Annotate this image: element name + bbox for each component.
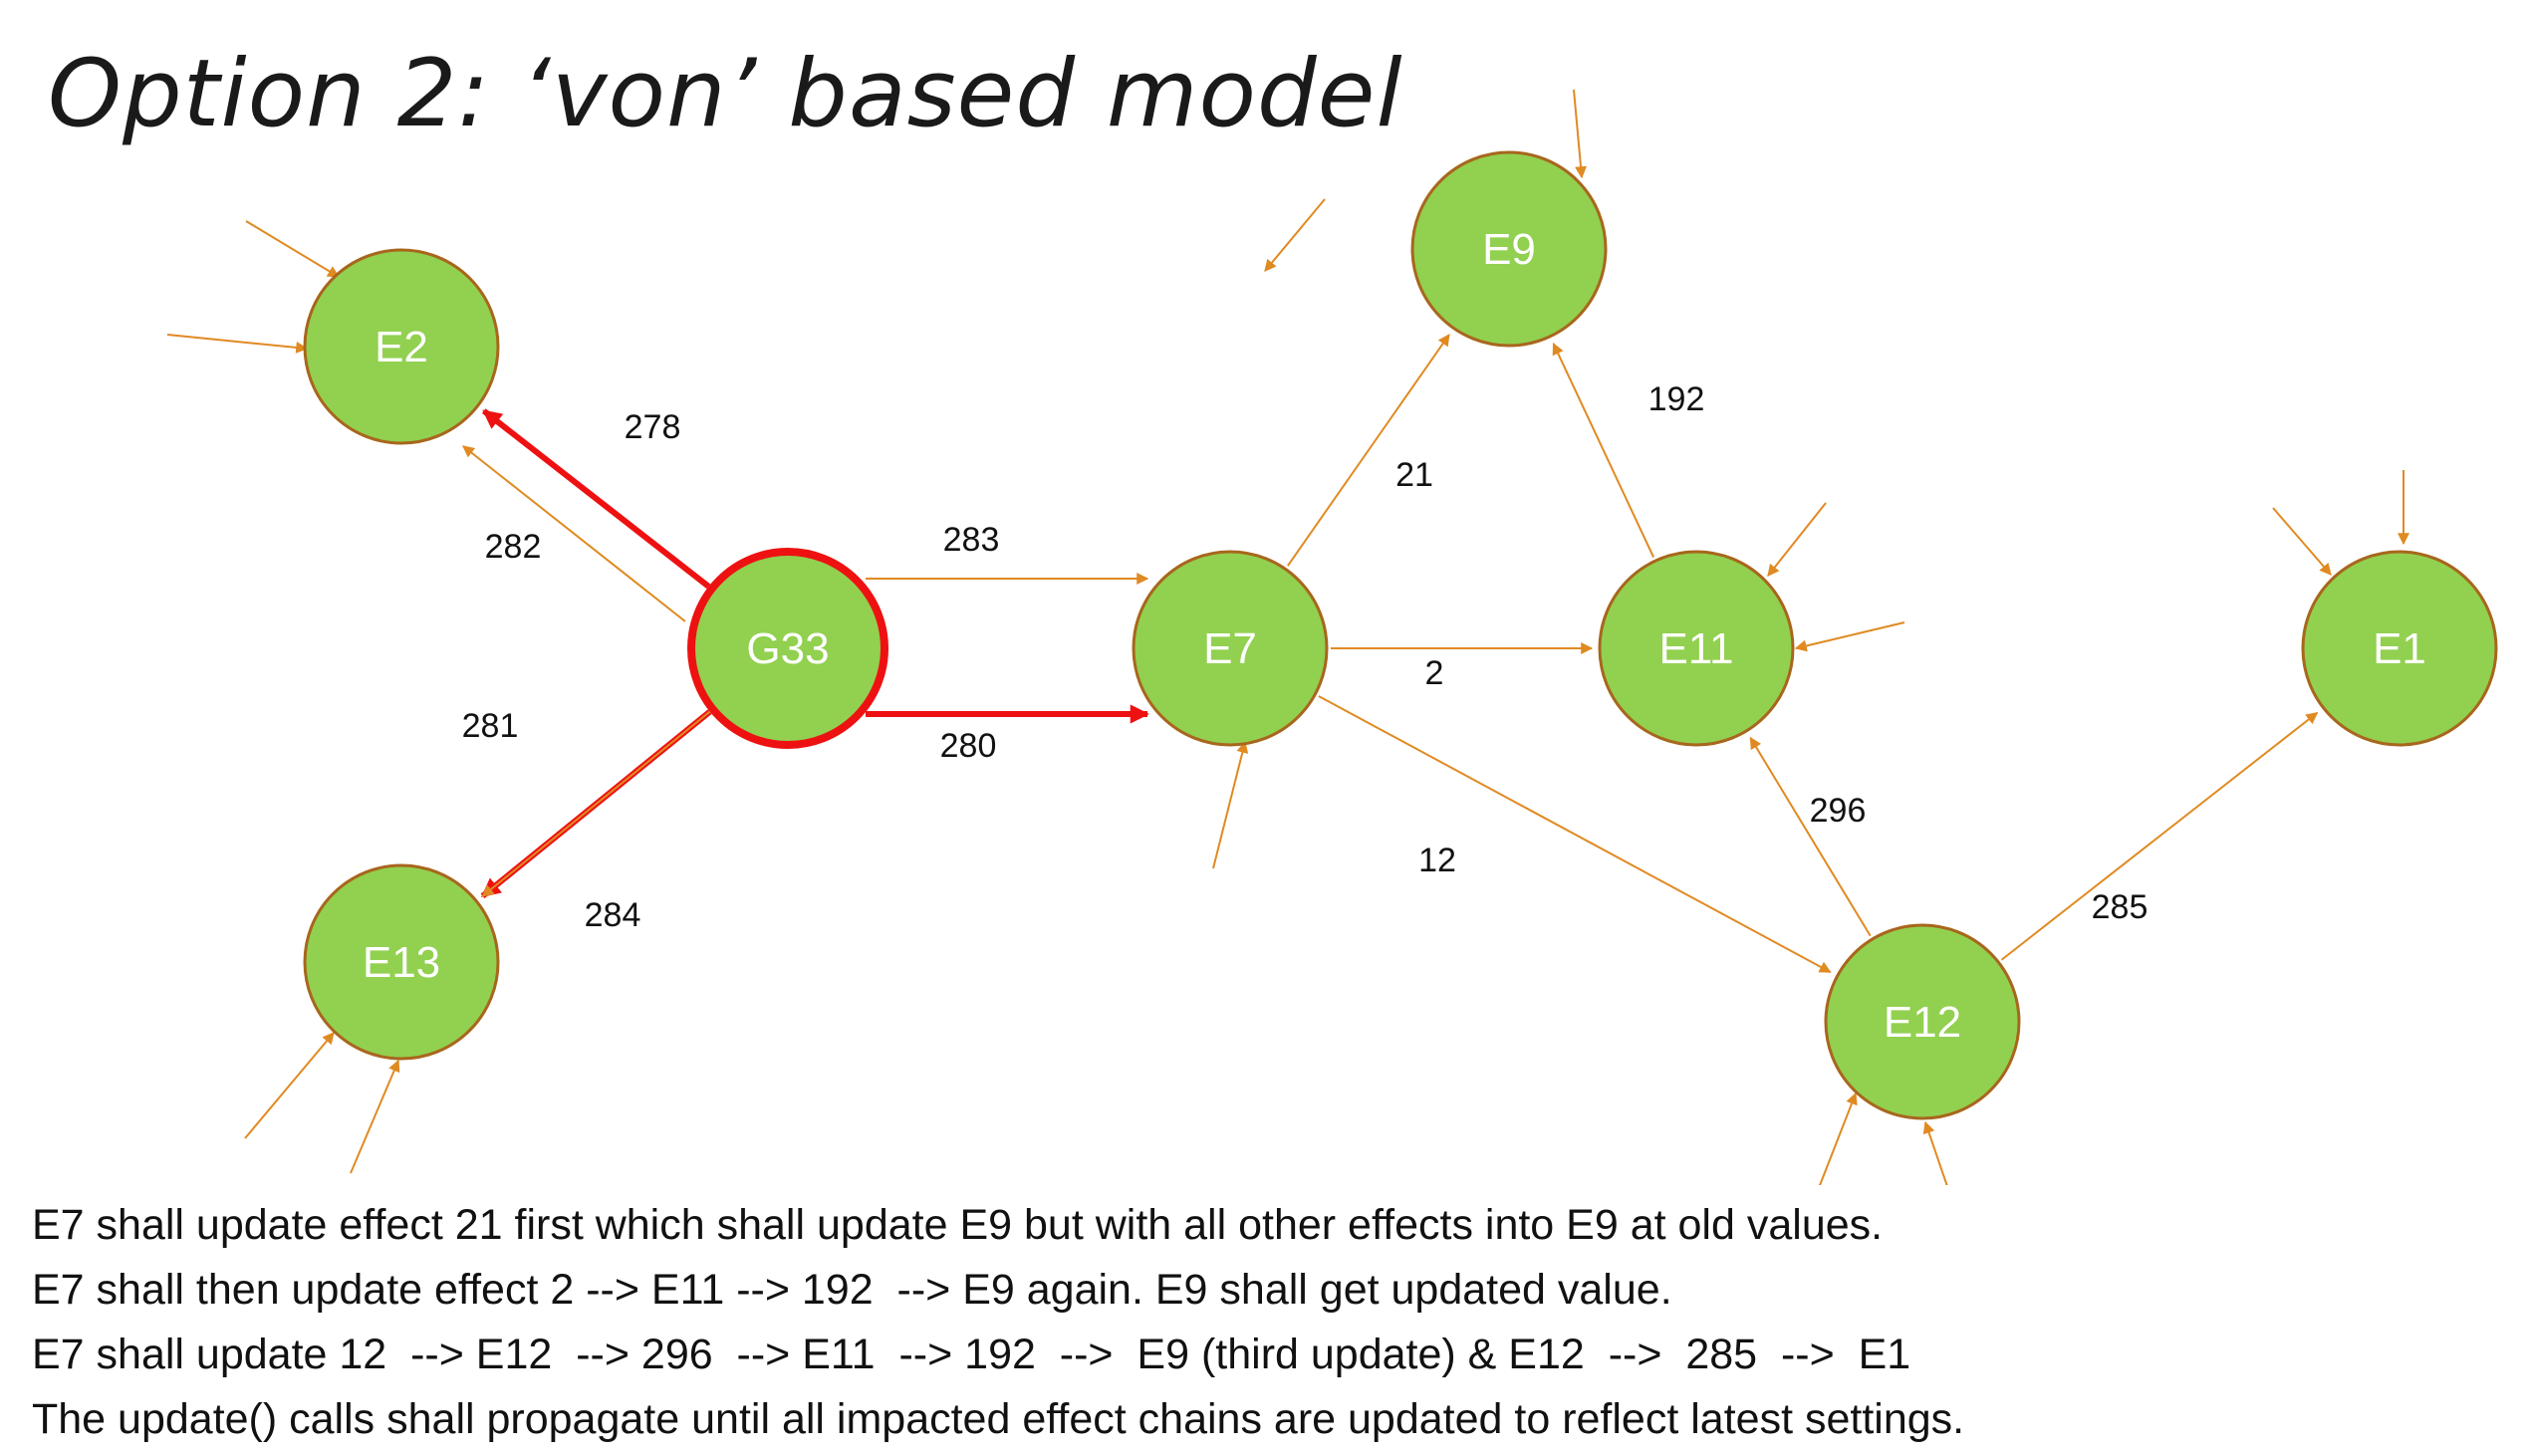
node-e7: E7 (1132, 550, 1329, 747)
node-e13: E13 (303, 863, 500, 1061)
node-circle-e13 (303, 863, 500, 1061)
node-circle-e1 (2301, 550, 2498, 747)
node-circle-e11 (1598, 550, 1795, 747)
edge-label-281: 281 (462, 707, 519, 745)
node-e11: E11 (1598, 550, 1795, 747)
incoming-stub-arrow-3 (1264, 198, 1326, 272)
edge-g33-to-e13-284 (481, 710, 711, 897)
edge-e7-to-e12-12 (1318, 695, 1832, 974)
note-line-1: E7 shall update effect 21 first which sh… (32, 1201, 1884, 1249)
node-label-e9: E9 (1482, 225, 1536, 274)
edge-e12-to-e1-285 (2000, 711, 2319, 961)
slide-title: Option 2: ‘von’ based model (48, 40, 1403, 148)
edge-label-296: 296 (1810, 792, 1867, 830)
note-line-2: E7 shall then update effect 2 --> E11 --… (32, 1266, 1672, 1314)
edge-label-2: 2 (1425, 654, 1444, 692)
incoming-stub-arrow-7 (1212, 740, 1249, 869)
edge-label-278: 278 (625, 408, 681, 446)
node-label-e11: E11 (1658, 624, 1733, 673)
edge-label-21: 21 (1395, 456, 1433, 494)
node-circle-e9 (1410, 150, 1608, 348)
node-label-e12: E12 (1884, 998, 1961, 1047)
node-circle-e12 (1824, 923, 2021, 1120)
node-e12: E12 (1824, 923, 2021, 1120)
node-label-e2: E2 (375, 323, 428, 371)
incoming-stub-arrow-8 (244, 1032, 335, 1139)
incoming-stub-arrow-2 (166, 334, 309, 354)
edge-e12-to-e11-296 (1749, 736, 1872, 937)
node-label-e13: E13 (363, 938, 440, 987)
incoming-stub-arrow-12 (2272, 507, 2332, 576)
node-label-g33: G33 (746, 624, 829, 673)
edge-label-284: 284 (585, 896, 641, 934)
edge-g33-to-e2-282 (462, 445, 686, 622)
edge-e7-to-e9-21 (1287, 334, 1450, 567)
incoming-stub-arrow-10 (1819, 1092, 1858, 1185)
incoming-stub-arrow-6 (1794, 621, 1905, 652)
note-line-3: E7 shall update 12 --> E12 --> 296 --> E… (32, 1331, 1911, 1378)
edge-e11-to-e9-192 (1552, 342, 1655, 558)
edge-label-192: 192 (1648, 380, 1705, 418)
edge-g33-to-e2-278 (481, 408, 711, 590)
node-label-e1: E1 (2373, 624, 2426, 673)
incoming-stub-arrow-11 (1922, 1120, 1948, 1185)
incoming-stub-arrow-5 (1767, 502, 1827, 577)
note-line-4: The update() calls shall propagate until… (32, 1395, 1965, 1443)
edge-label-282: 282 (485, 528, 542, 566)
explanation-notes: E7 shall update effect 21 first which sh… (32, 1193, 1964, 1452)
node-e9: E9 (1410, 150, 1608, 348)
incoming-stub-arrow-9 (350, 1059, 400, 1174)
incoming-stub-arrow-1 (245, 220, 341, 278)
node-e1: E1 (2301, 550, 2498, 747)
node-circle-e2 (303, 248, 500, 445)
edge-label-285: 285 (2092, 888, 2149, 926)
node-e2: E2 (303, 248, 500, 445)
node-g33: G33 (687, 548, 888, 749)
incoming-stub-arrow-4 (1573, 89, 1587, 179)
edge-label-12: 12 (1418, 842, 1456, 879)
edge-label-283: 283 (943, 521, 1000, 559)
node-label-e7: E7 (1203, 624, 1257, 673)
node-circle-g33 (687, 548, 888, 749)
node-circle-e7 (1132, 550, 1329, 747)
edge-label-280: 280 (940, 727, 997, 765)
